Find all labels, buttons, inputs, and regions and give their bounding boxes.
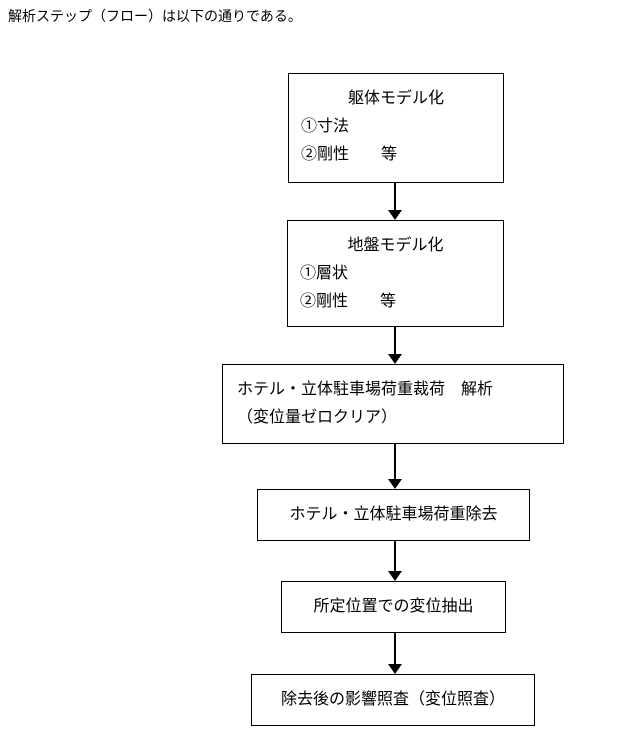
flow-step-impact-verification: 除去後の影響照査（変位照査） [251, 674, 535, 726]
flow-step-body-modeling: 躯体モデル化 ①寸法 ②剛性 等 [288, 73, 504, 183]
step-title: 除去後の影響照査（変位照査） [280, 689, 505, 708]
flow-step-load-analysis: ホテル・立体駐車場荷重裁荷 解析 （変位量ゼロクリア） [222, 364, 564, 444]
step-item: ②剛性 等 [300, 291, 397, 310]
step-title: ホテル・立体駐車場荷重裁荷 解析 [237, 379, 494, 398]
step-title: 躯体モデル化 [347, 88, 444, 107]
step-title: ホテル・立体駐車場荷重除去 [289, 504, 498, 523]
flow-step-load-removal: ホテル・立体駐車場荷重除去 [257, 489, 530, 541]
step-title: 地盤モデル化 [347, 235, 444, 254]
step-item: ①寸法 [301, 116, 350, 135]
flow-arrow-down [388, 327, 402, 364]
step-item: ①層状 [300, 263, 349, 282]
flow-step-ground-modeling: 地盤モデル化 ①層状 ②剛性 等 [287, 220, 504, 327]
step-title: 所定位置での変位抽出 [313, 596, 474, 615]
step-item: （変位量ゼロクリア） [237, 407, 398, 426]
flow-arrow-down [388, 633, 402, 674]
intro-text: 解析ステップ（フロー）は以下の通りである。 [8, 9, 302, 25]
flow-arrow-down [388, 444, 402, 489]
step-item: ②剛性 等 [301, 144, 398, 163]
flow-step-displacement-extraction: 所定位置での変位抽出 [281, 581, 506, 633]
flow-arrow-down [388, 541, 402, 581]
flow-arrow-down [388, 183, 402, 220]
